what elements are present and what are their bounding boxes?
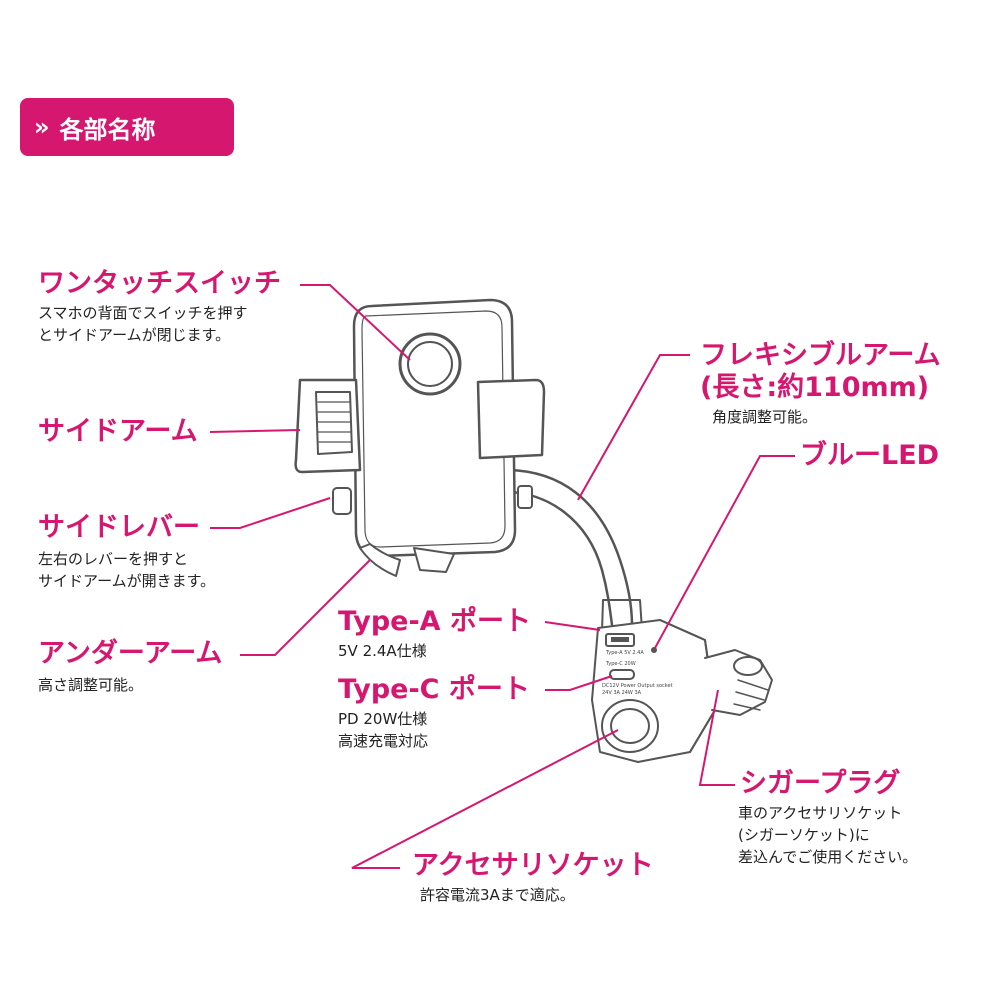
label-one-touch-switch: ワンタッチスイッチ — [38, 268, 281, 299]
label-blue-led: ブルーLED — [800, 440, 940, 471]
left-side-arm-shape — [294, 378, 362, 474]
leader-line-blue-led — [654, 455, 795, 649]
device-port-c-marking: Type-C 20W — [606, 661, 636, 667]
desc-side-lever: 左右のレバーを押すと サイドアームが開きます。 — [38, 550, 216, 590]
leader-line-socket — [351, 729, 619, 869]
desc-one-touch-switch: スマホの背面でスイッチを押す とサイドアームが閉じます。 — [38, 304, 248, 344]
type-c-port-shape — [609, 669, 635, 680]
desc-accessory-socket: 許容電流3Aまで適応。 — [420, 886, 575, 904]
section-header: » 各部名称 — [20, 98, 234, 156]
desc-cigar-plug: 車のアクセサリソケット (シガーソケット)に 差込んでご使用ください。 — [738, 804, 918, 866]
device-socket-marking: DC12V Power Output socket — [602, 683, 673, 689]
under-arm-shape — [359, 543, 401, 577]
label-side-arm: サイドアーム — [38, 416, 198, 447]
label-flexible-arm-length: (長さ:約110mm) — [700, 372, 930, 403]
desc-flexible-arm: 角度調整可能。 — [712, 408, 818, 426]
accessory-socket-shape — [601, 699, 659, 753]
section-title: 各部名称 — [59, 115, 156, 144]
device-socket-spec: 24V 3A 24W 3A — [602, 690, 642, 696]
flexible-arm-shape — [503, 468, 634, 627]
cigar-plug-shape — [704, 649, 773, 716]
label-side-lever: サイドレバー — [38, 512, 200, 543]
desc-type-a: 5V 2.4A仕様 — [338, 642, 427, 660]
label-under-arm: アンダーアーム — [38, 638, 223, 669]
right-side-arm-shape — [476, 378, 546, 460]
desc-type-c: PD 20W仕様 高速充電対応 — [338, 710, 429, 750]
leader-line-flex-arm — [577, 354, 690, 501]
leader-line-type-a — [544, 621, 601, 631]
blue-led-shape — [651, 647, 657, 653]
label-accessory-socket: アクセサリソケット — [412, 850, 654, 881]
leader-line-type-c — [545, 675, 613, 691]
device-port-a-marking: Type-A 5V 2.4A — [606, 650, 644, 656]
leader-line-under-arm — [240, 559, 371, 656]
label-cigar-plug: シガープラグ — [740, 768, 901, 799]
label-type-a: Type-A ポート — [338, 606, 531, 637]
leader-line-side-lever — [210, 497, 331, 529]
leader-line-switch — [300, 284, 411, 361]
leader-line-cigar — [698, 689, 735, 786]
label-type-c: Type-C ポート — [338, 674, 530, 705]
desc-under-arm: 高さ調整可能。 — [38, 676, 144, 694]
holder-plate-shape — [352, 298, 517, 558]
label-flexible-arm: フレキシブルアーム — [700, 340, 941, 371]
side-lever-shape — [332, 487, 352, 515]
leader-line-side-arm — [209, 429, 301, 433]
